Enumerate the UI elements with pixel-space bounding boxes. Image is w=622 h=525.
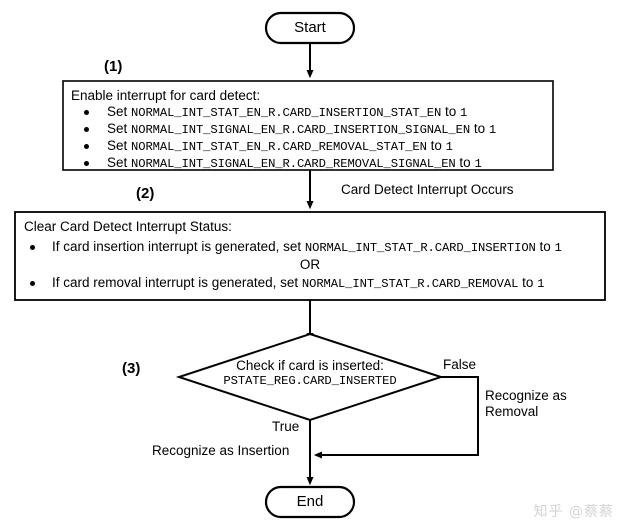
box2-bullet-1-register: NORMAL_INT_STAT_R.CARD_INSERTION bbox=[304, 241, 536, 255]
box1-bullet-1: Set NORMAL_INT_STAT_EN_R.CARD_INSERTION_… bbox=[107, 104, 467, 120]
box2-heading: Clear Card Detect Interrupt Status: bbox=[24, 219, 232, 234]
box1-bullet-1-prefix: Set bbox=[107, 104, 128, 119]
annotation-recognize-insertion: Recognize as Insertion bbox=[152, 443, 290, 458]
box1-bullet-4-prefix: Set bbox=[107, 155, 128, 170]
box2-bullet-2-suffix: to bbox=[522, 275, 534, 290]
box1-bullet-dot-4 bbox=[84, 161, 89, 166]
box2-bullet-dot-2 bbox=[30, 281, 35, 286]
box1-bullet-dot-1 bbox=[84, 110, 89, 115]
box1-bullet-dot-2 bbox=[84, 127, 89, 132]
box1-bullet-4-suffix: to bbox=[459, 155, 471, 170]
decision-node-label-line1: Check if card is inserted: bbox=[236, 358, 384, 373]
edge-label-interrupt-occurs: Card Detect Interrupt Occurs bbox=[341, 182, 514, 197]
watermark: 知乎 @蔡蔡 bbox=[533, 504, 614, 520]
box1-bullet-2-prefix: Set bbox=[107, 121, 128, 136]
box2-bullet-1: If card insertion interrupt is generated… bbox=[52, 239, 562, 255]
box2-bullet-1-suffix: to bbox=[539, 239, 551, 254]
box1-shape bbox=[62, 80, 554, 171]
box1-bullet-1-register: NORMAL_INT_STAT_EN_R.CARD_INSERTION_STAT… bbox=[131, 106, 442, 120]
box2-bullet-1-value: 1 bbox=[554, 241, 562, 255]
end-node-label: End bbox=[296, 493, 324, 510]
box1-bullet-1-value: 1 bbox=[460, 106, 468, 120]
box1-bullet-3-prefix: Set bbox=[107, 138, 128, 153]
box1-bullet-2-value: 1 bbox=[488, 123, 497, 137]
box1-bullet-dot-3 bbox=[84, 144, 89, 149]
annotation-recognize-removal-line1: Recognize as bbox=[485, 388, 567, 403]
box2-bullet-1-prefix: If card insertion interrupt is generated… bbox=[52, 239, 302, 254]
step-label-2: (2) bbox=[136, 185, 155, 202]
box1-bullet-4: Set NORMAL_INT_SIGNAL_EN_R.CARD_REMOVAL_… bbox=[107, 155, 482, 171]
box2-bullet-2: If card removal interrupt is generated, … bbox=[52, 275, 544, 291]
box1-heading: Enable interrupt for card detect: bbox=[71, 88, 261, 103]
edge-false-branch bbox=[313, 376, 479, 459]
edge-label-true: True bbox=[272, 419, 300, 434]
start-node-label: Start bbox=[294, 19, 326, 36]
box1-bullet-2-suffix: to bbox=[473, 121, 486, 136]
box2-bullet-2-prefix: If card removal interrupt is generated, … bbox=[52, 275, 299, 290]
decision-node-label-line2: PSTATE_REG.CARD_INSERTED bbox=[223, 374, 397, 388]
box1-bullet-4-register: NORMAL_INT_SIGNAL_EN_R.CARD_REMOVAL_SIGN… bbox=[131, 157, 456, 171]
box1-bullet-3-suffix: to bbox=[430, 138, 442, 153]
box2-bullet-dot-1 bbox=[30, 245, 35, 250]
box1-bullet-2-register: NORMAL_INT_SIGNAL_EN_R.CARD_INSERTION_SI… bbox=[131, 123, 471, 137]
box1-bullet-2: Set NORMAL_INT_SIGNAL_EN_R.CARD_INSERTIO… bbox=[107, 121, 496, 137]
box2-bullet-2-value: 1 bbox=[537, 277, 545, 291]
edge-label-false: False bbox=[443, 357, 477, 372]
box1-bullet-1-suffix: to bbox=[445, 104, 457, 119]
box2-bullet-2-register: NORMAL_INT_STAT_R.CARD_REMOVAL bbox=[301, 277, 519, 291]
box2-separator: OR bbox=[299, 257, 321, 272]
box1-bullet-3-value: 1 bbox=[445, 140, 453, 154]
box1-bullet-3: Set NORMAL_INT_STAT_EN_R.CARD_REMOVAL_ST… bbox=[107, 138, 453, 154]
end-node-shape bbox=[264, 485, 356, 519]
step-label-3: (3) bbox=[122, 360, 141, 377]
box1-bullet-3-register: NORMAL_INT_STAT_EN_R.CARD_REMOVAL_STAT_E… bbox=[131, 140, 427, 154]
step-label-1: (1) bbox=[104, 58, 123, 75]
annotation-recognize-removal-line2: Removal bbox=[485, 404, 539, 419]
box1-bullet-4-value: 1 bbox=[474, 157, 482, 171]
